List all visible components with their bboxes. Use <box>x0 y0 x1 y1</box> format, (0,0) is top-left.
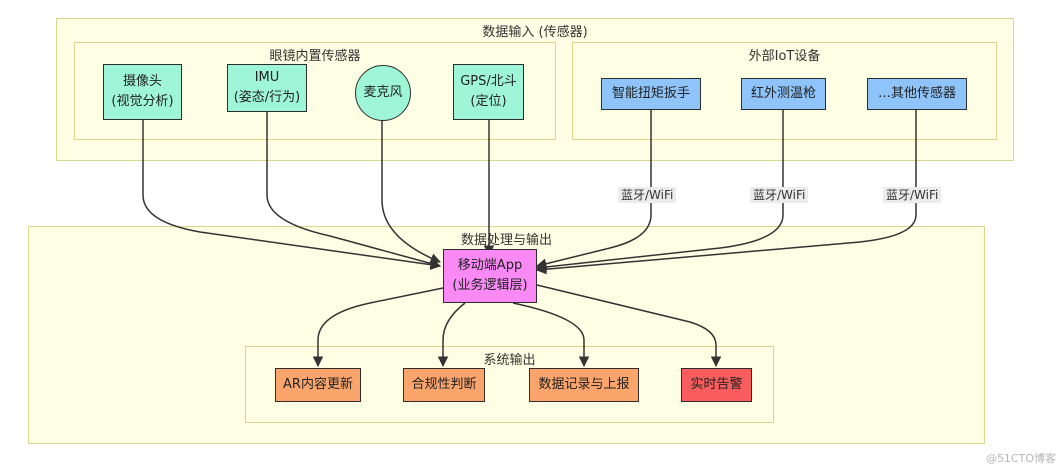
edge-app-alarm <box>536 284 722 368</box>
edge-app-record <box>512 302 590 368</box>
node-imu: IMU (姿态/行为) <box>227 64 307 112</box>
node-mic-line1: 麦克风 <box>363 85 403 100</box>
node-realtime-alarm: 实时告警 <box>681 368 752 402</box>
edge-thermo-app <box>535 110 784 273</box>
node-camera-line2: (视觉分析) <box>111 94 174 109</box>
group-processing-output-title: 数据处理与输出 <box>460 233 552 248</box>
edge-label-wrench: 蓝牙/WiFi <box>618 187 677 203</box>
node-other-sensors-line1: …其他传感器 <box>877 86 956 101</box>
node-realtime-alarm-line1: 实时告警 <box>690 377 743 392</box>
node-other-sensors: …其他传感器 <box>867 78 967 110</box>
node-mic: 麦克风 <box>355 65 411 121</box>
node-ar-update: AR内容更新 <box>275 368 361 402</box>
node-data-record: 数据记录与上报 <box>529 368 639 402</box>
node-imu-line2: (姿态/行为) <box>233 90 301 105</box>
node-gps-line2: (定位) <box>470 94 507 109</box>
edge-wrench-app <box>535 110 652 269</box>
watermark: @51CTO博客 <box>985 452 1056 465</box>
edge-others-app <box>535 110 917 275</box>
node-ar-update-line1: AR内容更新 <box>283 377 353 392</box>
group-data-input-title: 数据输入 (传感器) <box>482 25 588 40</box>
node-camera-line1: 摄像头 <box>122 74 162 89</box>
edge-app-ar <box>312 287 444 368</box>
node-mobile-app-line1: 移动端App <box>457 258 523 273</box>
node-ir-thermometer: 红外测温枪 <box>741 78 826 110</box>
edge-imu-app <box>266 112 442 269</box>
node-torque-wrench: 智能扭矩扳手 <box>601 78 701 110</box>
edge-mic-app <box>381 115 441 264</box>
node-mobile-app: 移动端App (业务逻辑层) <box>443 249 537 303</box>
node-compliance-check-line1: 合规性判断 <box>411 377 477 392</box>
node-gps-line1: GPS/北斗 <box>460 74 517 89</box>
group-external-iot-title: 外部IoT设备 <box>748 49 821 64</box>
group-system-output-title: 系统输出 <box>483 353 536 368</box>
node-gps: GPS/北斗 (定位) <box>453 64 524 120</box>
edge-camera-app <box>142 120 442 270</box>
edge-label-thermo: 蓝牙/WiFi <box>750 187 809 203</box>
node-ir-thermometer-line1: 红外测温枪 <box>750 86 816 101</box>
node-imu-line1: IMU <box>254 70 280 85</box>
group-glasses-sensors-title: 眼镜内置传感器 <box>269 49 361 64</box>
edge-label-others: 蓝牙/WiFi <box>883 187 942 203</box>
edge-app-compliance <box>437 302 466 368</box>
node-compliance-check: 合规性判断 <box>403 368 485 402</box>
node-mobile-app-line2: (业务逻辑层) <box>452 278 528 293</box>
node-camera: 摄像头 (视觉分析) <box>103 64 182 120</box>
node-torque-wrench-line1: 智能扭矩扳手 <box>611 86 690 101</box>
node-data-record-line1: 数据记录与上报 <box>538 377 630 392</box>
